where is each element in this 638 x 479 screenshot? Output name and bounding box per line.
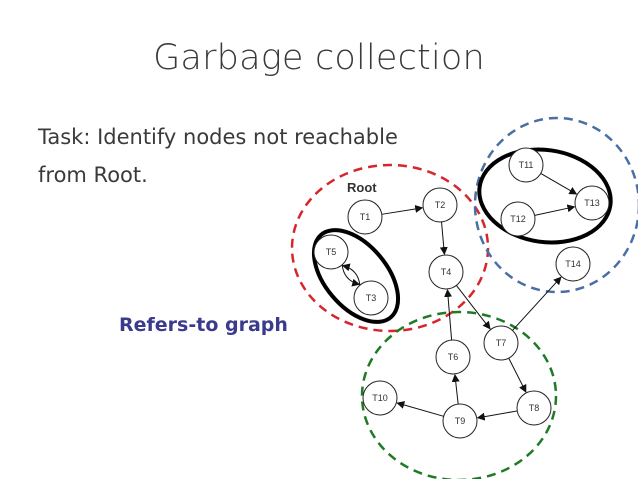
node-t2: T2 xyxy=(422,187,458,223)
node-t14-circle xyxy=(555,246,591,282)
node-t11: T11 xyxy=(508,147,544,183)
node-t8-label: T8 xyxy=(529,403,540,413)
node-t10-circle xyxy=(362,380,398,416)
node-t3-circle xyxy=(353,280,389,316)
node-t4-circle xyxy=(428,254,464,290)
node-t2-circle xyxy=(422,187,458,223)
node-t5-label: T5 xyxy=(326,247,337,257)
graph-label: Refers-to graph xyxy=(119,314,288,336)
node-t11-label: T11 xyxy=(519,160,534,170)
node-t4: T4 xyxy=(428,254,464,290)
node-t7-label: T7 xyxy=(496,338,507,348)
node-t13-label: T13 xyxy=(584,198,600,208)
node-t6-label: T6 xyxy=(448,352,459,362)
node-t13: T13 xyxy=(574,185,610,221)
node-t3-label: T3 xyxy=(366,293,377,303)
edge-t12-t13 xyxy=(534,204,576,216)
node-t11-circle xyxy=(508,147,544,183)
node-t9: T9 xyxy=(442,403,478,439)
edge-t7-t14 xyxy=(512,276,562,331)
edge-t4-t7 xyxy=(456,285,491,330)
task-line-2: from Root. xyxy=(38,163,148,187)
edge-t9-t6 xyxy=(451,373,460,405)
edge-t11-t13 xyxy=(540,173,578,195)
node-t10: T10 xyxy=(362,380,398,416)
node-t6: T6 xyxy=(435,339,471,375)
node-t14: T14 xyxy=(555,246,591,282)
node-t6-circle xyxy=(435,339,471,375)
unreachable-region-blue xyxy=(473,116,638,294)
edge-t8-t9 xyxy=(476,410,518,421)
node-t4-label: T4 xyxy=(441,267,452,277)
node-t5-circle xyxy=(313,234,349,270)
node-t8-circle xyxy=(516,390,552,426)
node-t13-circle xyxy=(574,185,610,221)
node-t7-circle xyxy=(483,325,519,361)
cycle-outline-t3-t5 xyxy=(311,228,401,324)
edge-t6-t4 xyxy=(444,288,453,341)
node-t2-label: T2 xyxy=(435,200,446,210)
node-t9-label: T9 xyxy=(455,416,466,426)
edge-t1-t2 xyxy=(381,205,424,215)
node-t5: T5 xyxy=(313,234,349,270)
edge-t9-t10 xyxy=(396,401,444,417)
cycle-outline-t11-t13 xyxy=(477,147,613,245)
regions xyxy=(290,116,638,479)
unreachable-region-green xyxy=(360,310,558,479)
node-t10-label: T10 xyxy=(372,393,388,403)
node-t1-label: T1 xyxy=(360,212,371,222)
node-t1: T1 xyxy=(347,199,383,235)
root-reachable-region xyxy=(290,163,490,333)
edge-t3-t5 xyxy=(341,263,361,286)
node-t12: T12 xyxy=(500,201,536,237)
edge-t7-t8 xyxy=(508,357,527,393)
slide-title: Garbage collection xyxy=(153,38,485,78)
node-t9-circle xyxy=(442,403,478,439)
edges xyxy=(341,173,578,421)
node-t12-circle xyxy=(500,201,536,237)
node-t3: T3 xyxy=(353,280,389,316)
node-t7: T7 xyxy=(483,325,519,361)
node-t8: T8 xyxy=(516,390,552,426)
root-label: Root xyxy=(347,180,377,195)
node-t14-label: T14 xyxy=(565,259,581,269)
edge-t2-t4 xyxy=(439,221,448,256)
node-t12-label: T12 xyxy=(510,214,526,224)
task-line-1: Task: Identify nodes not reachable xyxy=(38,125,398,149)
task-text: Task: Identify nodes not reachable from … xyxy=(38,118,398,194)
node-t1-circle xyxy=(347,199,383,235)
